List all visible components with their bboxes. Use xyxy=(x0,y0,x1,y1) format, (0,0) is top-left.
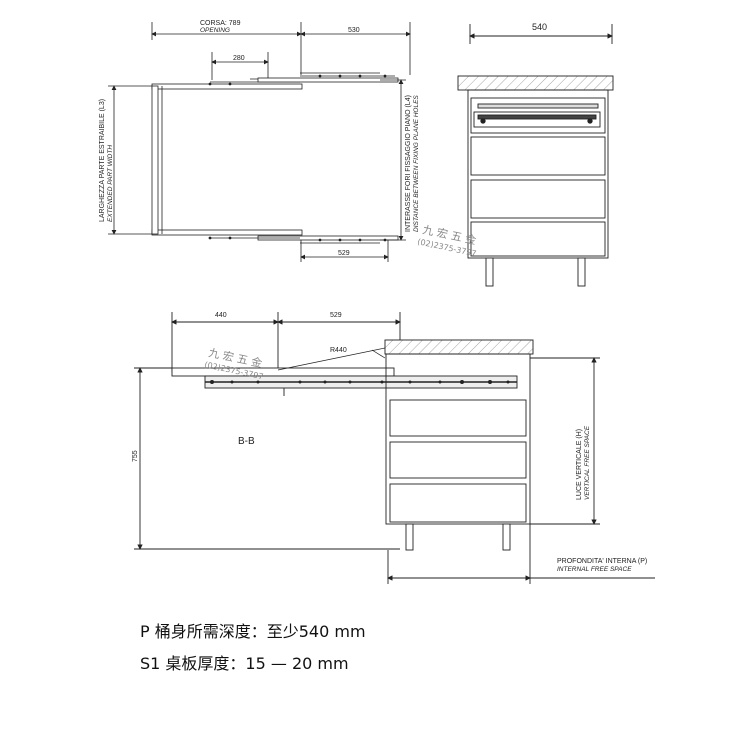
section-slide-holes xyxy=(210,380,510,384)
holes-label: INTERASSE FORI FISSAGGIO PIANO (L4) xyxy=(405,95,412,232)
vertical-label: LUCE VERTICALE (H) xyxy=(576,429,583,500)
dim-529-section: 529 xyxy=(330,312,342,319)
dim-440: 440 xyxy=(215,312,227,319)
section-view xyxy=(134,312,655,584)
width-label: LARGHEZZA PARTE ESTRAIBILE (L3) xyxy=(99,99,106,222)
width-label-en: EXTENDED PART WIDTH xyxy=(107,145,114,222)
holes-label-en: DISTANCE BETWEEN FIXING PLANE HOLES xyxy=(413,95,420,232)
top-view xyxy=(108,22,411,262)
top-view-holes xyxy=(208,74,387,242)
radius-label: R440 xyxy=(330,347,347,354)
depth-label-en: INTERNAL FREE SPACE xyxy=(557,566,632,573)
dim-280: 280 xyxy=(233,55,245,62)
dim-529-top: 529 xyxy=(338,250,350,257)
depth-requirement-note: P 桶身所需深度：至少540 mm xyxy=(140,622,366,641)
vertical-label-en: VERTICAL FREE SPACE xyxy=(584,425,591,500)
dim-540: 540 xyxy=(532,22,547,32)
depth-label: PROFONDITA' INTERNA (P) xyxy=(557,558,647,565)
dim-530: 530 xyxy=(348,27,360,34)
section-label: B-B xyxy=(238,436,255,447)
technical-drawing: CORSA: 789 OPENING 530 280 529 LARGHEZZA… xyxy=(99,20,655,584)
board-thickness-note: S1 桌板厚度：15 — 20 mm xyxy=(140,654,349,673)
height-label: 755 xyxy=(132,450,139,462)
opening-label-en: OPENING xyxy=(200,27,230,34)
front-view xyxy=(457,24,614,287)
opening-label: CORSA: 789 xyxy=(200,20,241,27)
